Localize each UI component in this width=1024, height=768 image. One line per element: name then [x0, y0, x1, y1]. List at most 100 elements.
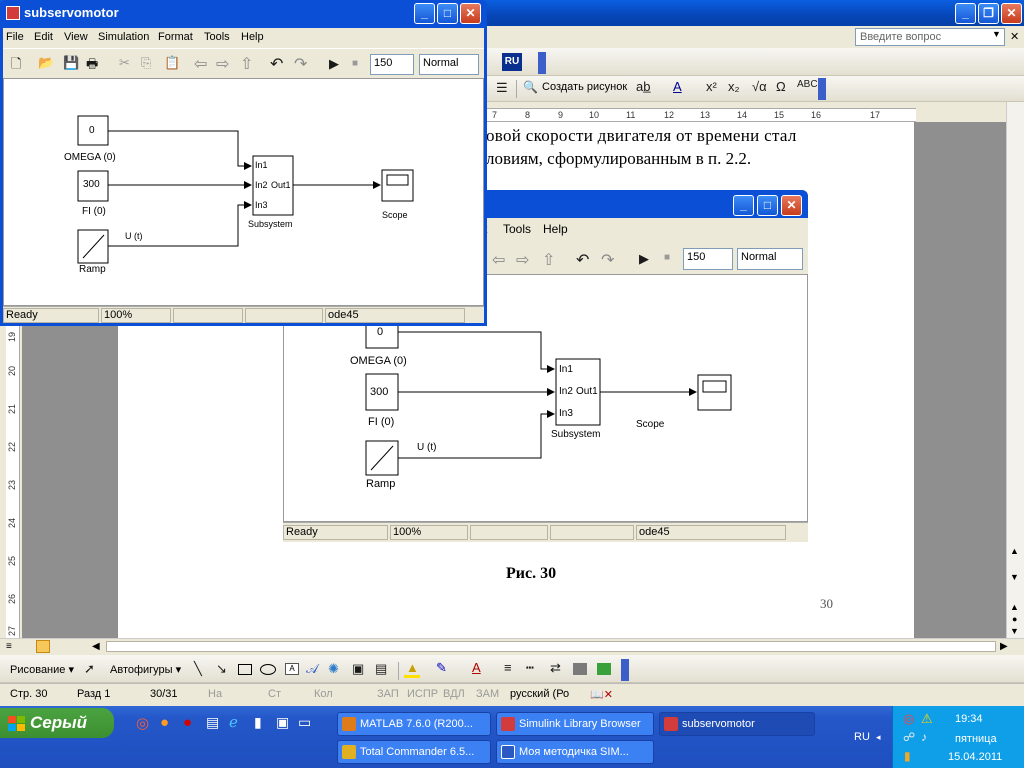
- menu-tools[interactable]: Tools: [204, 31, 230, 43]
- subsystem-block[interactable]: [252, 155, 294, 216]
- tray-warning-icon[interactable]: ⚠: [921, 711, 933, 726]
- arrow-style-icon[interactable]: ⇄: [550, 660, 561, 675]
- tray-app-icon[interactable]: ▮: [904, 749, 911, 763]
- font-color-icon[interactable]: A: [472, 660, 481, 675]
- symbol-icon[interactable]: Ω: [776, 79, 786, 94]
- opera-icon[interactable]: ●: [183, 714, 193, 731]
- cut-icon[interactable]: ✂: [119, 55, 130, 70]
- clipart-icon[interactable]: ▣: [352, 661, 365, 676]
- open-icon[interactable]: 📂: [38, 55, 55, 70]
- autoshapes-menu[interactable]: Автофигуры ▾: [110, 664, 182, 676]
- line-color-icon[interactable]: ✎: [436, 660, 447, 675]
- line-tool-icon[interactable]: ╲: [194, 661, 202, 676]
- rectangle-tool-icon[interactable]: [238, 664, 252, 675]
- task-word-doc[interactable]: Моя методичка SIM...: [496, 740, 654, 764]
- menu-simulation[interactable]: Simulation: [98, 31, 150, 43]
- textbox-tool-icon[interactable]: A: [285, 663, 299, 675]
- start-simulation-icon[interactable]: ▶: [329, 56, 339, 71]
- prev-page-icon[interactable]: ▲: [1010, 602, 1019, 612]
- equation-icon[interactable]: √α: [752, 79, 767, 94]
- status-ovr[interactable]: ЗАМ: [476, 688, 500, 700]
- quicklaunch-app-icon[interactable]: ◎: [136, 715, 150, 732]
- toolbar-overflow-icon[interactable]: [818, 78, 826, 100]
- normal-view-icon[interactable]: ≡: [6, 641, 12, 652]
- doc-close-icon[interactable]: ✕: [1010, 31, 1020, 43]
- toolbar-overflow-icon[interactable]: [621, 659, 629, 681]
- wordart-icon[interactable]: 𝒜: [306, 661, 319, 676]
- firefox-icon[interactable]: ●: [160, 714, 170, 731]
- new-model-icon[interactable]: 🗋: [11, 56, 22, 71]
- tray-antivirus-icon[interactable]: ◎: [903, 711, 915, 726]
- scroll-right-icon[interactable]: ▶: [1000, 641, 1008, 652]
- horizontal-scroll-thumb[interactable]: [106, 641, 996, 652]
- word-restore-button[interactable]: ❐: [978, 3, 999, 24]
- next-page-icon[interactable]: ▼: [1010, 626, 1019, 636]
- copy-icon[interactable]: ⎘: [141, 55, 152, 70]
- dash-style-icon[interactable]: ┅: [526, 660, 534, 675]
- status-rec[interactable]: ЗАП: [377, 688, 399, 700]
- spelling-status-icon[interactable]: 📖✕: [590, 689, 613, 701]
- language-indicator[interactable]: RU: [854, 731, 870, 743]
- show-desktop-icon[interactable]: ▤: [206, 714, 220, 730]
- status-ext[interactable]: ВДЛ: [443, 688, 465, 700]
- language-menu-icon[interactable]: ◂: [876, 732, 881, 742]
- word-minimize-button[interactable]: _: [955, 3, 976, 24]
- save-icon[interactable]: 💾: [63, 55, 80, 70]
- create-picture-button[interactable]: Создать рисунок: [542, 81, 628, 93]
- close-button[interactable]: ✕: [460, 3, 481, 24]
- paste-icon[interactable]: 📋: [164, 55, 181, 70]
- fill-color-icon[interactable]: ▲: [406, 660, 419, 675]
- menu-help[interactable]: Help: [241, 31, 264, 43]
- print-layout-icon[interactable]: [36, 640, 50, 653]
- menu-view[interactable]: View: [64, 31, 88, 43]
- task-total-commander[interactable]: Total Commander 6.5...: [337, 740, 491, 764]
- undo-icon[interactable]: ↶: [270, 56, 284, 73]
- tray-volume-icon[interactable]: ♪: [921, 730, 927, 744]
- superscript-icon[interactable]: x²: [706, 79, 717, 94]
- quicklaunch-doc-icon[interactable]: ▮: [254, 714, 262, 730]
- drawing-menu[interactable]: Рисование ▾: [10, 664, 74, 676]
- tray-network-icon[interactable]: ☍: [903, 730, 916, 744]
- task-subservomotor[interactable]: subservomotor: [659, 712, 815, 736]
- quicklaunch-word-icon[interactable]: ▣: [276, 714, 290, 730]
- toolbar-overflow-icon[interactable]: [538, 52, 546, 74]
- ramp-signal-line[interactable]: [108, 201, 252, 247]
- omega-block[interactable]: [77, 115, 109, 146]
- redo-icon[interactable]: ↷: [294, 56, 308, 73]
- list-icon[interactable]: ☰: [496, 80, 508, 95]
- scroll-up-icon[interactable]: ▲: [1010, 546, 1019, 556]
- menu-edit[interactable]: Edit: [34, 31, 53, 43]
- print-icon[interactable]: 🖶: [86, 56, 99, 71]
- shadow-style-icon[interactable]: [573, 663, 587, 675]
- fi-block[interactable]: [77, 170, 109, 202]
- back-icon[interactable]: ⇦: [194, 56, 208, 73]
- minimize-button[interactable]: _: [414, 3, 435, 24]
- stop-simulation-icon[interactable]: ■: [352, 58, 359, 69]
- omega-signal-line[interactable]: [108, 130, 252, 170]
- internet-explorer-icon[interactable]: ℯ: [229, 714, 238, 731]
- simulation-mode-select[interactable]: Normal: [419, 54, 479, 75]
- diagram-icon[interactable]: ✺: [328, 661, 339, 676]
- task-matlab[interactable]: MATLAB 7.6.0 (R200...: [337, 712, 491, 736]
- up-icon[interactable]: ⇧: [240, 56, 254, 73]
- line-style-icon[interactable]: ≡: [504, 660, 512, 675]
- oval-tool-icon[interactable]: [260, 664, 276, 675]
- forward-icon[interactable]: ⇨: [216, 56, 230, 73]
- help-search-input[interactable]: Введите вопрос: [855, 28, 1005, 46]
- word-close-button[interactable]: ✕: [1001, 3, 1022, 24]
- vertical-scrollbar[interactable]: ▲ ▼ ▲ ● ▼: [1006, 102, 1024, 638]
- insert-picture-icon[interactable]: ▤: [375, 661, 388, 676]
- horizontal-scrollbar[interactable]: ≡ ◀ ▶: [0, 638, 1024, 655]
- scroll-left-icon[interactable]: ◀: [92, 641, 100, 652]
- clock-time[interactable]: 19:34: [955, 713, 983, 725]
- spelling-icon[interactable]: ABC: [797, 79, 818, 90]
- highlight-icon[interactable]: ab̲: [636, 79, 651, 94]
- subscript-icon[interactable]: x₂: [728, 79, 740, 94]
- status-trk[interactable]: ИСПР: [407, 688, 439, 700]
- language-badge[interactable]: RU: [502, 53, 522, 71]
- browse-object-icon[interactable]: ●: [1012, 614, 1018, 624]
- simulink-app-icon[interactable]: [6, 6, 20, 20]
- 3d-style-icon[interactable]: [597, 663, 611, 675]
- font-color-icon[interactable]: A: [673, 79, 682, 94]
- stop-time-input[interactable]: 150: [370, 54, 414, 75]
